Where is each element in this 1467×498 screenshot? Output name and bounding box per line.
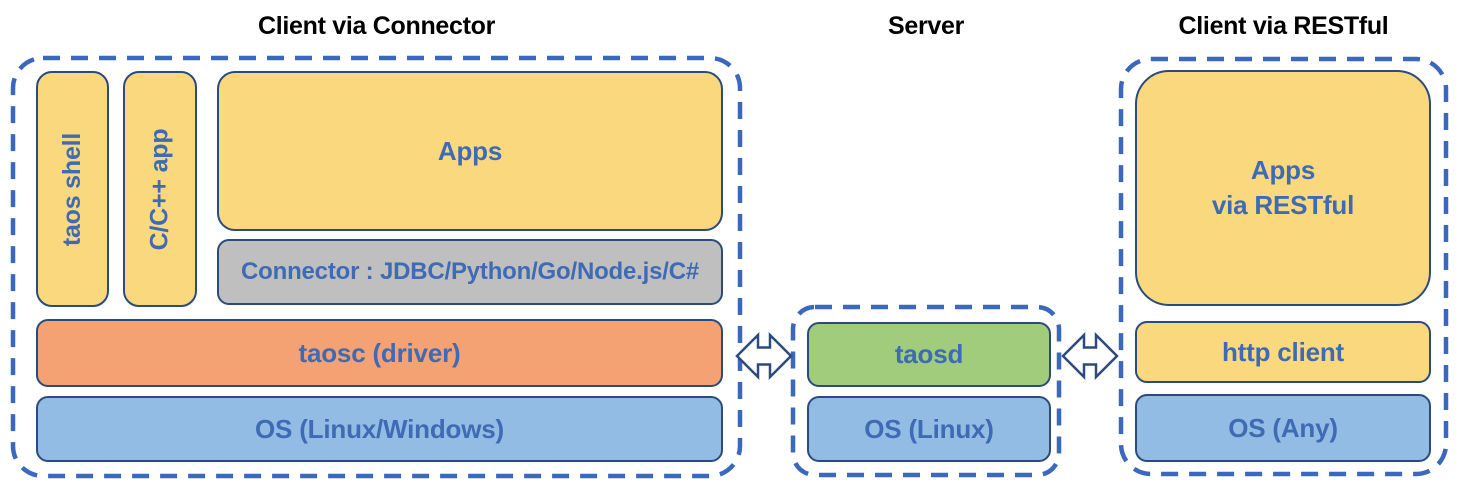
taosd-box: taosd bbox=[807, 322, 1051, 387]
apps-label: Apps bbox=[437, 135, 503, 166]
apps-via-restful-label: Apps via RESTful bbox=[1211, 154, 1355, 220]
apps-box: Apps bbox=[217, 71, 723, 231]
os-any-box: OS (Any) bbox=[1135, 394, 1431, 462]
http-client-box: http client bbox=[1135, 321, 1431, 383]
apps-via-restful-box: Apps via RESTful bbox=[1135, 70, 1431, 306]
http-client-label: http client bbox=[1221, 336, 1344, 367]
section-title-client-restful: Client via RESTful bbox=[1178, 12, 1389, 40]
taosc-driver-box: taosc (driver) bbox=[36, 319, 723, 387]
section-title-server: Server bbox=[887, 12, 965, 40]
os-linux-windows-box: OS (Linux/Windows) bbox=[36, 396, 723, 462]
cpp-app-box: C/C++ app bbox=[123, 71, 197, 307]
double-arrow-right-icon bbox=[1061, 331, 1119, 381]
os-any-label: OS (Any) bbox=[1228, 412, 1338, 443]
taosc-driver-label: taosc (driver) bbox=[298, 337, 461, 368]
section-title-client-connector: Client via Connector bbox=[257, 12, 496, 40]
connector-box: Connector : JDBC/Python/Go/Node.js/C# bbox=[217, 239, 723, 305]
taos-shell-label: taos shell bbox=[58, 132, 87, 246]
cpp-app-label: C/C++ app bbox=[145, 128, 174, 250]
os-linux-label: OS (Linux) bbox=[864, 413, 994, 444]
taosd-label: taosd bbox=[894, 339, 964, 369]
taos-shell-box: taos shell bbox=[36, 71, 109, 307]
os-linux-box: OS (Linux) bbox=[807, 396, 1051, 462]
double-arrow-left-icon bbox=[735, 331, 793, 381]
os-linux-windows-label: OS (Linux/Windows) bbox=[255, 413, 504, 444]
connector-label: Connector : JDBC/Python/Go/Node.js/C# bbox=[241, 258, 699, 285]
